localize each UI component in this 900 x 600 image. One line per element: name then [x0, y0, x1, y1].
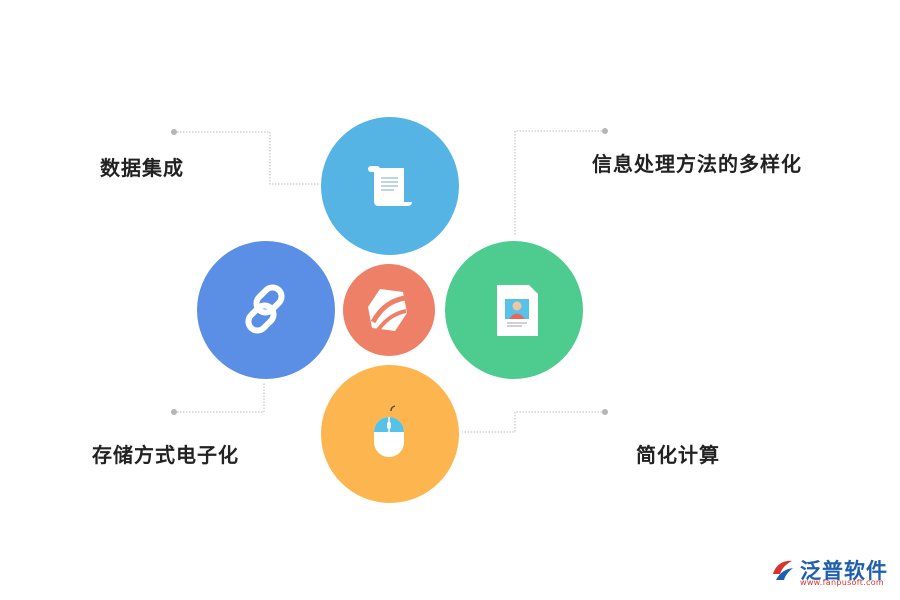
dot-bottom-right: [602, 409, 608, 415]
label-data-integration: 数据集成: [100, 156, 184, 180]
watermark-url: www.fanpusoft.com: [800, 578, 884, 587]
scroll-document-icon: [368, 166, 412, 206]
connector-top-right: [514, 130, 605, 236]
dot-top-left: [171, 129, 177, 135]
label-processing-diversity: 信息处理方法的多样化: [592, 152, 802, 176]
label-simplified-calculation: 简化计算: [636, 443, 720, 467]
connector-top-left: [174, 131, 320, 185]
connector-bottom-right: [462, 411, 605, 433]
watermark-brand-name: 泛普软件: [800, 559, 888, 583]
watermark-logo-icon: [773, 560, 793, 580]
dot-top-right: [602, 128, 608, 134]
connector-bottom-left: [174, 382, 265, 413]
computer-mouse-icon: [374, 405, 404, 457]
brand-logo-icon: [368, 289, 407, 332]
id-card-document-icon: [497, 285, 538, 336]
label-electronic-storage: 存储方式电子化: [92, 443, 239, 467]
connector-lines: [174, 130, 605, 433]
dot-bottom-left: [171, 409, 177, 415]
chain-link-icon: [245, 284, 285, 334]
connector-dots: [171, 128, 608, 415]
brand-watermark: 泛普软件 www.fanpusoft.com: [770, 553, 888, 589]
